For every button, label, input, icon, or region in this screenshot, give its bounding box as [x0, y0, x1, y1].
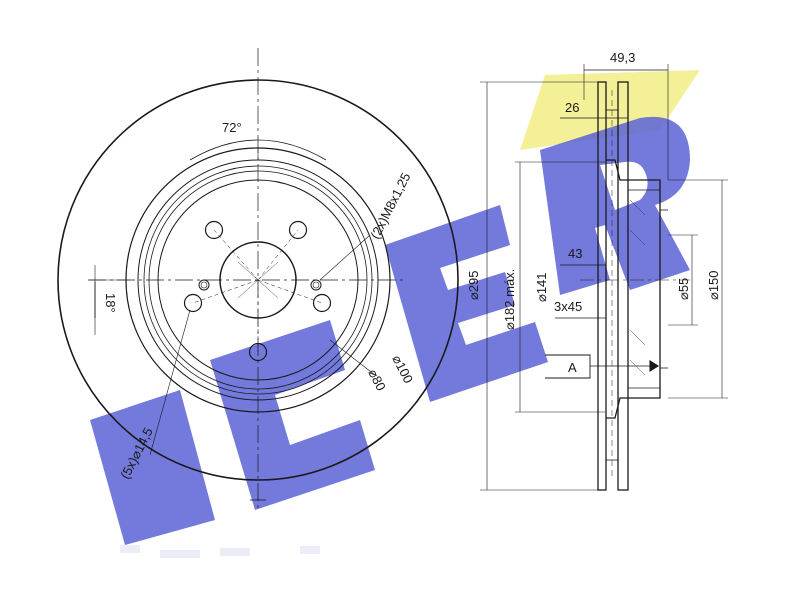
- bolt-hole-leader: [149, 309, 191, 456]
- side-view: [480, 64, 728, 491]
- thread-leader: [319, 234, 371, 281]
- dim-141-label: ⌀141: [534, 272, 549, 302]
- threaded-hole: [312, 281, 320, 289]
- dim-49-3-label: 49,3: [610, 50, 635, 65]
- bolt-hole: [312, 293, 332, 313]
- bolt-hole: [288, 220, 308, 240]
- watermark-shadow-letters: [120, 545, 320, 558]
- dim-55-label: ⌀55: [676, 278, 691, 300]
- disc-outer-circle: [57, 79, 459, 481]
- icer-watermark: [90, 70, 700, 558]
- dim-295-label: ⌀295: [466, 270, 481, 300]
- threaded-hole: [310, 279, 322, 291]
- dim-150-label: ⌀150: [706, 270, 721, 300]
- bolt-hole: [204, 220, 224, 240]
- pcd-80-label: ⌀80: [365, 367, 388, 394]
- angle-72-label: 72°: [222, 120, 242, 135]
- angle-18-label: 18°: [103, 293, 118, 313]
- pcd-100-label: ⌀100: [389, 353, 416, 386]
- threaded-hole: [200, 281, 208, 289]
- dim-26-label: 26: [565, 100, 579, 115]
- pcd-leader: [329, 339, 376, 376]
- hat-face-circle: [157, 179, 359, 381]
- dim-43-label: 43: [568, 246, 582, 261]
- datum-a-box: [545, 354, 591, 379]
- hat-groove-circle-2: [148, 170, 368, 390]
- hat-groove-circle-1: [143, 165, 373, 395]
- thread-spec-label: (2x)M8x1,25: [367, 170, 413, 241]
- watermark-letters: [90, 116, 690, 545]
- dim-chamfer-label: 3x45: [554, 299, 582, 314]
- disc-plate-inner: [617, 81, 629, 491]
- threaded-hole: [198, 279, 210, 291]
- hat-profile: [606, 159, 661, 419]
- dim-182-label: ⌀182 máx.: [502, 269, 517, 330]
- bolt-hole: [183, 293, 203, 313]
- angle-72-arc: [189, 139, 327, 161]
- front-view: [57, 48, 459, 512]
- disc-plate-outer: [597, 81, 607, 491]
- datum-a-label: A: [568, 360, 577, 375]
